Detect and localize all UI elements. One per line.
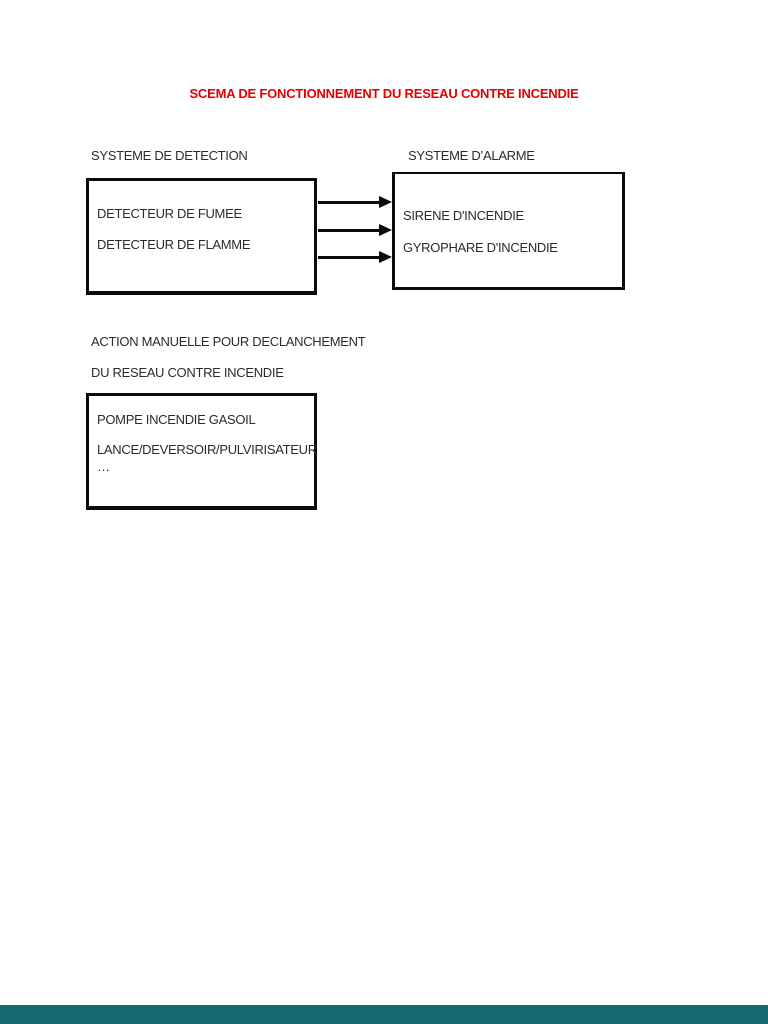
detection-system-label: SYSTEME DE DETECTION [91, 148, 248, 163]
pump-box-line: POMPE INCENDIE GASOIL [97, 412, 256, 427]
detection-box-line: DETECTEUR DE FLAMME [97, 237, 251, 252]
detection-box: DETECTEUR DE FUMEE DETECTEUR DE FLAMME [86, 178, 317, 295]
alarm-box-line: GYROPHARE D'INCENDIE [403, 240, 558, 255]
arrow-head [379, 224, 392, 236]
manual-action-text: DU RESEAU CONTRE INCENDIE [91, 365, 284, 380]
footer-bar [0, 1005, 768, 1024]
alarm-system-label: SYSTEME D’ALARME [408, 148, 535, 163]
detection-box-line: DETECTEUR DE FUMEE [97, 206, 242, 221]
arrow-shaft [318, 256, 381, 259]
manual-action-text: ACTION MANUELLE POUR DECLANCHEMENT [91, 334, 366, 349]
page-title: SCEMA DE FONCTIONNEMENT DU RESEAU CONTRE… [189, 86, 579, 101]
arrow-shaft [318, 201, 381, 204]
pump-box: POMPE INCENDIE GASOIL LANCE/DEVERSOIR/PU… [86, 393, 317, 510]
pump-box-line: … [97, 459, 110, 474]
pump-box-line: LANCE/DEVERSOIR/PULVIRISATEUR [97, 442, 317, 457]
alarm-box: SIRENE D'INCENDIE GYROPHARE D'INCENDIE [392, 172, 625, 290]
arrow-shaft [318, 229, 381, 232]
arrow-head [379, 196, 392, 208]
alarm-box-line: SIRENE D'INCENDIE [403, 208, 524, 223]
arrow-head [379, 251, 392, 263]
arrow-right-icon [318, 196, 392, 209]
arrow-right-icon [318, 251, 392, 264]
arrow-right-icon [318, 224, 392, 237]
